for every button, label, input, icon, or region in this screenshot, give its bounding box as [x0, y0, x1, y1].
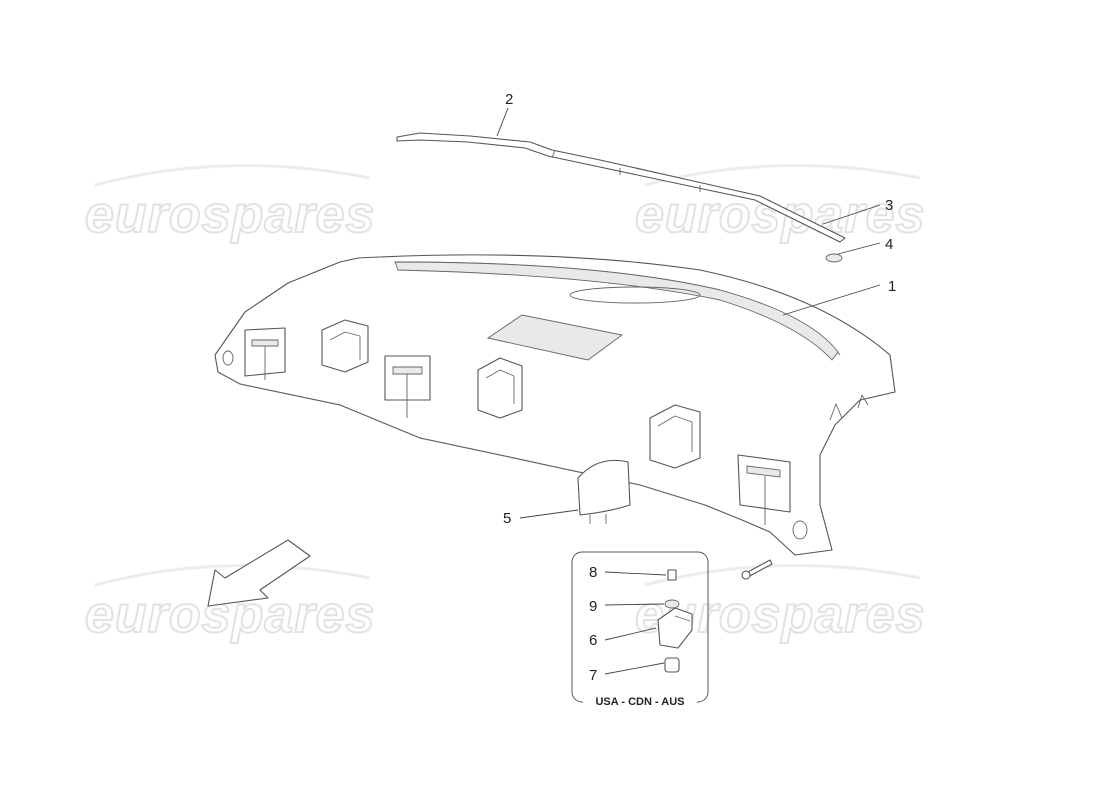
callout-1: 1 [888, 278, 896, 295]
washer-part-9 [664, 599, 680, 609]
watermark-text: eurospares [85, 586, 375, 644]
callout-6: 6 [589, 632, 597, 649]
inset-box: USA - CDN - AUS [571, 551, 709, 709]
trim-strip-part-2 [396, 132, 846, 243]
callout-3: 3 [885, 197, 893, 214]
inset-region-label: USA - CDN - AUS [595, 696, 684, 708]
watermark-top-left: eurospares [84, 164, 375, 245]
headrest-pocket [321, 319, 369, 373]
bracket-part-6 [657, 607, 693, 649]
watermark-text: eurospares [85, 186, 375, 244]
headrest-pocket [649, 404, 701, 469]
callout-2: 2 [505, 91, 513, 108]
bolt-part-8 [667, 569, 677, 581]
watermark-text: eurospares [635, 186, 925, 244]
watermark-bottom-left: eurospares [84, 564, 375, 645]
parcel-shelf-part-1 [214, 254, 896, 556]
callout-leaders [496, 107, 881, 675]
direction-arrow-icon [207, 539, 311, 607]
callout-9: 9 [589, 598, 597, 615]
callout-8: 8 [589, 564, 597, 581]
belt-slot [384, 355, 431, 418]
callout-7: 7 [589, 667, 597, 684]
belt-slot [737, 454, 791, 525]
callout-5: 5 [503, 510, 511, 527]
watermark-top-right: eurospares [634, 164, 925, 245]
spacer-part-7 [664, 657, 680, 673]
callout-4: 4 [885, 236, 893, 253]
screw [741, 559, 773, 580]
headrest-pocket [477, 357, 523, 419]
washer-part-4 [825, 253, 843, 263]
cover-part-5 [577, 459, 631, 524]
belt-slot [244, 327, 286, 380]
